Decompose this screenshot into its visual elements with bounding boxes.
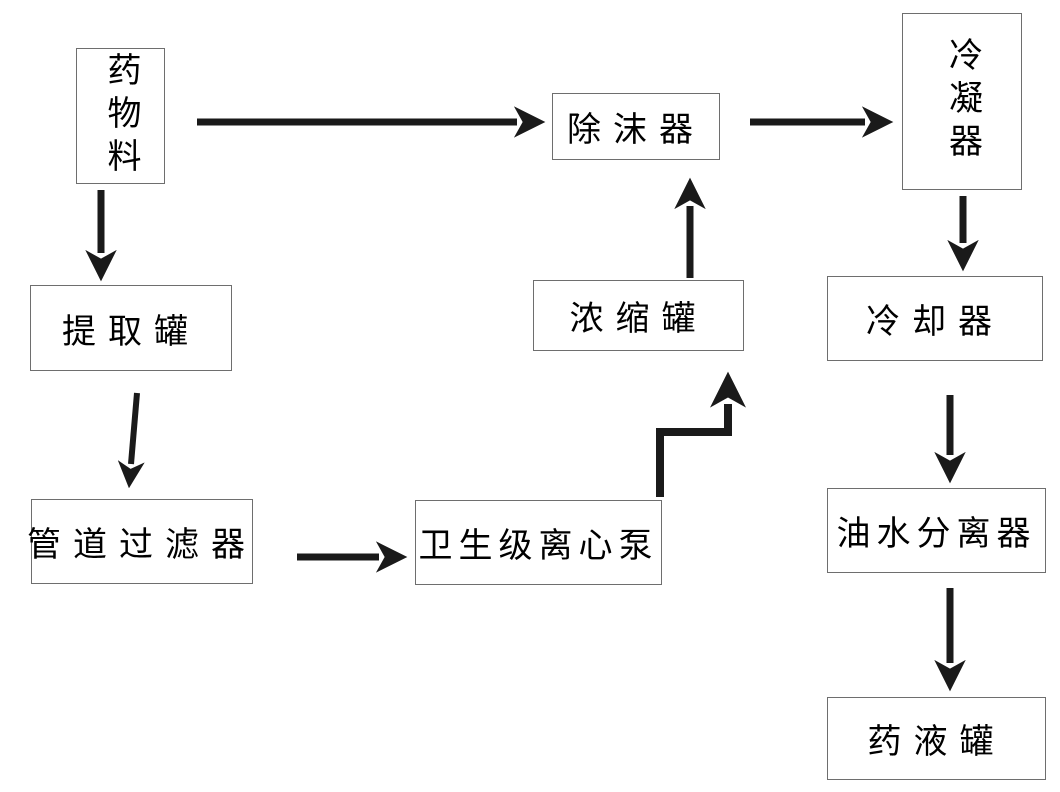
node-cooler: 冷却器 bbox=[827, 276, 1043, 361]
node-medicine-liquid-tank: 药液罐 bbox=[827, 697, 1046, 780]
node-sanitary-centrifugal-pump: 卫生级离心泵 bbox=[415, 500, 662, 585]
arrow-extraction-to-filter bbox=[117, 392, 145, 489]
node-drug-material: 药物料 bbox=[76, 48, 165, 184]
node-demister: 除沫器 bbox=[552, 93, 720, 160]
node-extraction-tank: 提取罐 bbox=[30, 285, 232, 371]
node-pipeline-filter: 管道过滤器 bbox=[27, 499, 253, 584]
node-condenser: 冷凝器 bbox=[902, 13, 1022, 190]
arrow-pump-to-concentration bbox=[656, 371, 746, 497]
node-oil-water-separator: 油水分离器 bbox=[827, 488, 1046, 573]
node-concentration-tank: 浓缩罐 bbox=[533, 280, 744, 351]
